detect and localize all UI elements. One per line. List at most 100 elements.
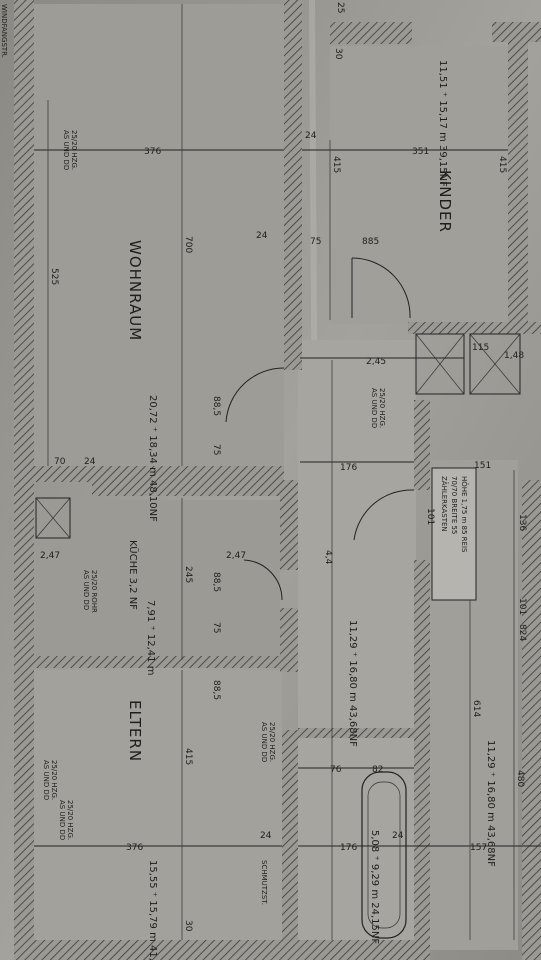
room-wohnraum bbox=[34, 4, 284, 466]
dim-157: 157 bbox=[470, 843, 487, 853]
note-heizung-3b: 25/20 HZG. bbox=[268, 722, 276, 762]
note-heizung-2b: 25/20 HZG. bbox=[378, 388, 386, 428]
dim-376-top: 376 bbox=[144, 147, 161, 157]
wall-eltern-right bbox=[282, 730, 298, 940]
note-heizung-3: AS UND DD bbox=[260, 722, 268, 762]
note-heizung-1: AS UND DD bbox=[62, 130, 70, 170]
area-label-ost: 11,29 ⁺ 16,80 m 43,68NF bbox=[485, 740, 496, 867]
meter-box bbox=[431, 467, 477, 601]
note-heizung-1b: 25/20 HZG. bbox=[70, 130, 78, 170]
dim-376-bottom: 376 bbox=[126, 843, 143, 853]
dim-24-d: 24 bbox=[260, 831, 272, 841]
dim-614: 614 bbox=[471, 700, 481, 717]
shaft-cell-2 bbox=[469, 333, 521, 395]
dim-824: 824 bbox=[517, 624, 527, 641]
dim-24-c: 24 bbox=[84, 457, 96, 467]
room-flur bbox=[298, 340, 416, 950]
dim-415-kinder-r: 415 bbox=[497, 156, 507, 173]
dim-415-kinder: 415 bbox=[331, 156, 341, 173]
dim-25: 25 bbox=[335, 2, 345, 13]
room-label-wohnraum: WOHNRAUM bbox=[126, 240, 144, 341]
note-heizung-4: AS UND DD bbox=[58, 800, 66, 840]
dim-176-a: 176 bbox=[340, 463, 357, 473]
dim-76: 76 bbox=[330, 765, 342, 775]
wall-flur-right2 bbox=[414, 400, 430, 490]
note-heizung-4b: 25/20 HZG. bbox=[66, 800, 74, 840]
dim-101-b: 101 bbox=[517, 598, 527, 615]
area-label-eltern: 15,55 ⁺ 15,79 m 41,05NF bbox=[147, 860, 158, 960]
dim-75-a: 75 bbox=[310, 237, 321, 247]
room-label-kinder: KINDER bbox=[436, 170, 454, 233]
wall-kueche-top bbox=[92, 482, 284, 496]
dim-75-c: 75 bbox=[211, 622, 221, 633]
bathtub bbox=[361, 771, 407, 939]
dim-247-a: 2,47 bbox=[40, 551, 60, 561]
note-heizung-6: AS UND DD bbox=[42, 760, 50, 800]
room-kueche bbox=[34, 500, 280, 660]
dim-75-b: 75 bbox=[211, 444, 221, 455]
dim-101-a: 101 bbox=[425, 508, 435, 525]
wall-bad-top bbox=[298, 728, 414, 738]
wall-right-kinder bbox=[508, 42, 528, 326]
dim-30-a: 30 bbox=[333, 48, 343, 60]
note-schmutz: SCHMUTZST. bbox=[260, 860, 268, 905]
door-swing-kinder bbox=[351, 257, 411, 319]
wall-kueche-bottom bbox=[14, 656, 298, 668]
note-heizung-5b: 25/20 ROHR bbox=[90, 570, 98, 613]
wall-top-kinder bbox=[330, 22, 412, 44]
door-swing-flur bbox=[353, 489, 415, 541]
shaft-cross-2 bbox=[415, 333, 465, 395]
wall-top-right bbox=[492, 22, 541, 42]
dim-415-eltern: 415 bbox=[183, 748, 193, 765]
dim-885-b: 88,5 bbox=[211, 396, 221, 416]
dim-24-e: 24 bbox=[392, 831, 404, 841]
dim-176-b: 176 bbox=[340, 843, 357, 853]
dim-82: 82 bbox=[372, 765, 383, 775]
note-windfang: WINDFANGSTR. bbox=[0, 4, 8, 58]
shaft2-cross-2 bbox=[469, 333, 521, 395]
area-label-bad: 5,08 ⁺ 9,29 m 24,15NF bbox=[369, 830, 380, 944]
dim-245-a: 2,45 bbox=[366, 357, 386, 367]
room-eltern bbox=[34, 670, 282, 948]
room-label-kueche: KÜCHE 3,2 NF bbox=[127, 540, 140, 610]
wall-kinder-bottom bbox=[408, 322, 541, 334]
note-zaehler: ZÄHLERKASTEN bbox=[440, 476, 449, 532]
dim-24-a: 24 bbox=[305, 131, 317, 141]
wall-bottom bbox=[14, 940, 414, 960]
room-kinder bbox=[330, 46, 508, 324]
kitchen-shaft bbox=[35, 497, 71, 539]
dim-136: 136 bbox=[517, 514, 527, 531]
room-label-eltern: ELTERN bbox=[126, 700, 144, 762]
shaft-cell bbox=[415, 333, 465, 395]
area-label-kueche: 7,91 ⁺ 12,41 m bbox=[145, 600, 156, 675]
dim-247-b: 2,47 bbox=[226, 551, 246, 561]
dim-245-b: 245 bbox=[183, 566, 193, 583]
wall-kueche-right bbox=[280, 480, 298, 570]
note-zaehler-sub: 70/70 BREITE 55 bbox=[450, 476, 458, 534]
area-label-wohnraum: 20,72 ⁺ 18,34 m 48,10NF bbox=[147, 395, 158, 522]
dim-885-d: 88,5 bbox=[211, 680, 221, 700]
wall-wohn-kinder bbox=[284, 0, 302, 370]
dim-44: 4,4 bbox=[323, 550, 333, 565]
dim-70: 70 bbox=[54, 457, 66, 467]
area-label-kinder: 11,51 ⁺ 15,17 m 39,15NF bbox=[437, 60, 448, 187]
dim-151: 151 bbox=[474, 461, 491, 471]
dim-885-c: 88,5 bbox=[211, 572, 221, 592]
dim-700: 700 bbox=[183, 236, 193, 253]
kshaft-cross-2 bbox=[35, 497, 71, 539]
note-heizung-6b: 25/20 HZG. bbox=[50, 760, 58, 800]
note-heizung-5: AS UND DD bbox=[82, 570, 90, 610]
dim-480: 480 bbox=[515, 770, 525, 787]
wall-east bbox=[522, 480, 541, 960]
wall-mid-h bbox=[14, 466, 284, 482]
dim-525: 525 bbox=[49, 268, 59, 285]
door-swing-kueche bbox=[243, 559, 283, 601]
area-label-flur: 11,29 ⁺ 16,80 m 43,68NF bbox=[347, 620, 358, 747]
note-zaehler-sub2: HÖHE 1,75 m 85 REIS bbox=[460, 476, 469, 553]
dim-30-b: 30 bbox=[183, 920, 193, 932]
bathtub-inner bbox=[367, 781, 401, 929]
dim-115: 115 bbox=[472, 343, 489, 353]
wall-flur-right bbox=[414, 560, 430, 960]
dim-351: 351 bbox=[412, 147, 429, 157]
